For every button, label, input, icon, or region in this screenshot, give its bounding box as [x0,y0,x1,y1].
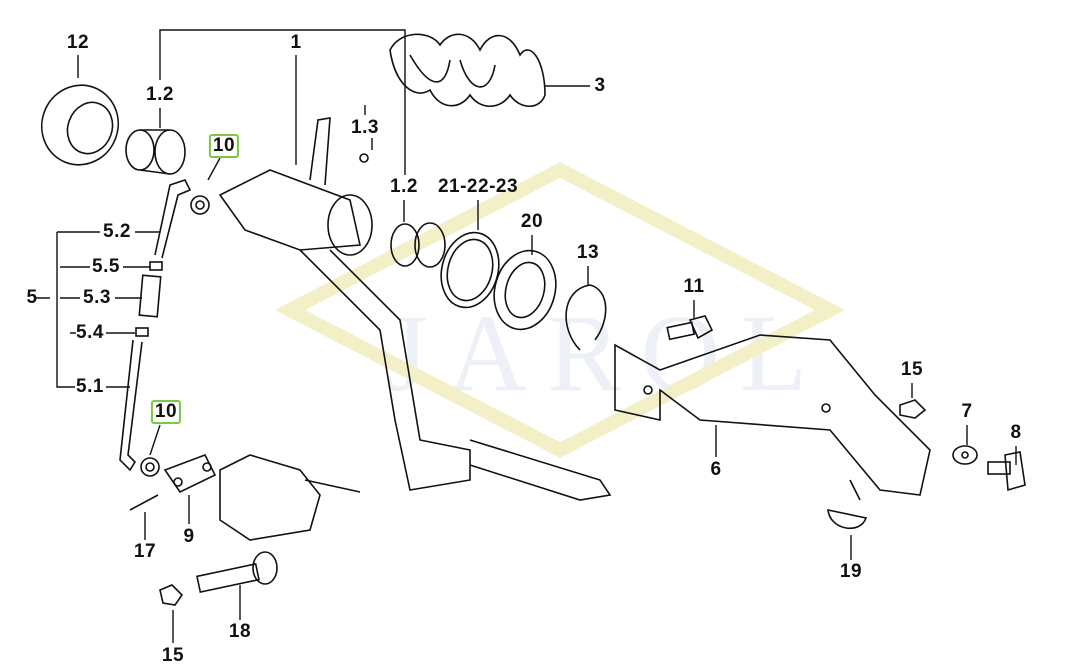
part-5-5-nut [149,261,163,271]
label-6: 6 [710,459,722,480]
label-5: 5 [26,287,38,308]
part-13-circlip [565,284,607,351]
part-17-pin [129,494,159,511]
label-1: 1 [290,32,302,53]
label-5-4: 5.4 [76,322,104,343]
part-6-bracket [614,334,931,496]
part-1-2-bushing [125,129,186,175]
label-15: 15 [161,645,185,666]
part-7-washer [952,445,978,465]
label-5-5: 5.5 [92,256,120,277]
label-18: 18 [228,621,252,642]
part-3-spring [389,33,546,108]
label-20: 20 [520,211,544,232]
part-1-2-bushing-b [390,222,446,268]
label-13: 13 [576,242,600,263]
part-11-bolt [666,315,714,341]
label-1-2: 1.2 [146,84,174,105]
part-20-washer [493,249,557,331]
label-19: 19 [839,561,863,582]
watermark-diamond [274,162,846,458]
part-10-clip-a [190,195,210,215]
part-15-nut [899,399,927,419]
switch-block [219,454,361,541]
label-5-3: 5.3 [83,287,111,308]
label-15: 15 [900,359,924,380]
part-8-bolt [987,451,1026,492]
part-5-rod [119,179,192,472]
label-7: 7 [961,401,973,422]
label-1-2: 1.2 [390,176,418,197]
part-5-4-nut [135,327,149,337]
leader-lines [35,29,1017,643]
label-12: 12 [66,32,90,53]
part-12-seal [40,84,120,166]
label-1-3: 1.3 [351,117,379,138]
label-11: 11 [683,276,705,297]
label-5-1: 5.1 [76,376,104,397]
label-10-highlighted[interactable]: 10 [150,400,182,424]
label-17: 17 [133,541,157,562]
part-5-3-sleeve [138,274,162,318]
part-1-pedal [218,117,612,501]
label-3: 3 [594,75,606,96]
label-10-highlighted[interactable]: 10 [208,134,240,158]
label-9: 9 [183,526,195,547]
part-15-nut-b [159,584,184,606]
part-18-bolt [196,551,278,594]
label-8: 8 [1010,422,1022,443]
part-10-clip-b [140,457,160,477]
part-9-plate [163,453,217,494]
label-5-2: 5.2 [103,221,131,242]
label-21-22-23: 21-22-23 [437,176,519,197]
part-1-3-pin [359,153,369,163]
part-19-stop [827,479,868,530]
